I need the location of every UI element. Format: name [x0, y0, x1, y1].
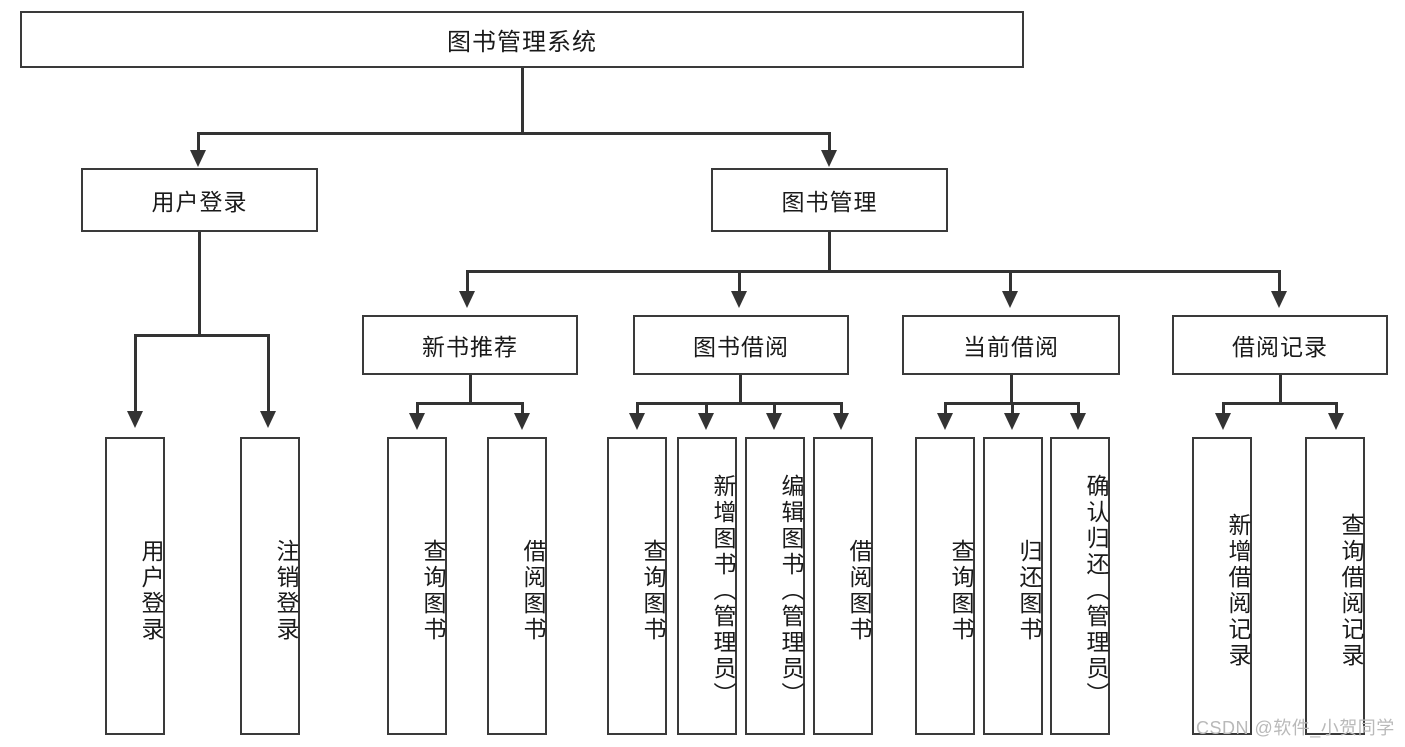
node-label: 当前借阅	[963, 334, 1059, 360]
node-leaf-query-book-current[interactable]: 查询图书	[915, 437, 975, 735]
connector-drop-leaf-confirm-return	[1077, 402, 1080, 416]
arrowhead-leaf-query-book-3	[937, 413, 953, 430]
connector-drop-leaf-logout-login	[267, 334, 270, 414]
node-book-management[interactable]: 图书管理	[711, 168, 948, 232]
arrowhead-leaf-edit-book	[766, 413, 782, 430]
node-new-book-recommend[interactable]: 新书推荐	[362, 315, 578, 375]
arrowhead-leaf-borrow-book-2	[833, 413, 849, 430]
connector-drop-user-login	[197, 132, 200, 153]
connector-book-borrow-leaf-bus	[636, 402, 843, 405]
connector-drop-new-book-recommend	[466, 270, 469, 294]
node-label: 归还图书	[1016, 539, 1042, 643]
node-label: 查询图书	[640, 539, 666, 643]
connector-drop-current-borrow	[1009, 270, 1012, 294]
connector-drop-leaf-add-book	[705, 402, 708, 416]
arrowhead-new-book-recommend	[459, 291, 475, 308]
connector-drop-leaf-query-record	[1335, 402, 1338, 416]
arrowhead-leaf-return-book	[1004, 413, 1020, 430]
node-leaf-return-book[interactable]: 归还图书	[983, 437, 1043, 735]
connector-current-borrow-leaf-bus	[944, 402, 1077, 405]
node-leaf-query-book-borrow[interactable]: 查询图书	[607, 437, 667, 735]
node-root-library-management-system[interactable]: 图书管理系统	[20, 11, 1024, 68]
node-label: 新书推荐	[422, 334, 518, 360]
arrowhead-book-management	[821, 150, 837, 167]
arrowhead-leaf-user-login	[127, 411, 143, 428]
connector-book-borrow-stem	[739, 375, 742, 404]
arrowhead-leaf-add-book	[698, 413, 714, 430]
connector-level2-bus	[197, 132, 831, 135]
connector-drop-leaf-query-book-2	[636, 402, 639, 416]
node-leaf-add-borrow-record[interactable]: 新增借阅记录	[1192, 437, 1252, 735]
node-leaf-user-login[interactable]: 用户登录	[105, 437, 165, 735]
node-borrow-record[interactable]: 借阅记录	[1172, 315, 1388, 375]
connector-root-stem	[521, 68, 524, 134]
arrowhead-leaf-query-book-1	[409, 413, 425, 430]
node-label: 图书管理系统	[447, 29, 597, 56]
connector-current-borrow-stem	[1010, 375, 1013, 404]
node-leaf-query-book-recommend[interactable]: 查询图书	[387, 437, 447, 735]
node-leaf-borrow-book-borrow[interactable]: 借阅图书	[813, 437, 873, 735]
arrowhead-leaf-query-book-2	[629, 413, 645, 430]
connector-drop-leaf-query-book-3	[944, 402, 947, 416]
connector-borrow-record-leaf-bus	[1222, 402, 1338, 405]
csdn-watermark: CSDN @软件_小贺同学	[1196, 718, 1395, 738]
node-label: 图书管理	[781, 189, 878, 215]
connector-drop-leaf-query-book-1	[416, 402, 419, 416]
node-label: 图书借阅	[693, 334, 789, 360]
connector-drop-leaf-add-record	[1222, 402, 1225, 416]
node-label: 确认归还（管理员）	[1083, 474, 1109, 708]
node-label: 查询借阅记录	[1338, 513, 1364, 669]
arrowhead-leaf-query-record	[1328, 413, 1344, 430]
arrowhead-leaf-confirm-return	[1070, 413, 1086, 430]
node-leaf-edit-book-admin[interactable]: 编辑图书（管理员）	[745, 437, 805, 735]
node-current-borrow[interactable]: 当前借阅	[902, 315, 1120, 375]
arrowhead-leaf-logout-login	[260, 411, 276, 428]
node-label: 新增借阅记录	[1225, 513, 1251, 669]
node-leaf-logout-login[interactable]: 注销登录	[240, 437, 300, 735]
node-label: 借阅图书	[520, 539, 546, 643]
connector-drop-leaf-borrow-book-1	[521, 402, 524, 416]
node-label: 查询图书	[948, 539, 974, 643]
connector-new-book-recommend-stem	[469, 375, 472, 404]
connector-user-login-stem	[198, 232, 201, 336]
node-book-borrow[interactable]: 图书借阅	[633, 315, 849, 375]
arrowhead-book-borrow	[731, 291, 747, 308]
connector-book-management-stem	[828, 232, 831, 272]
node-label: 用户登录	[138, 539, 164, 643]
connector-borrow-record-stem	[1279, 375, 1282, 404]
arrowhead-leaf-add-record	[1215, 413, 1231, 430]
node-label: 用户登录	[151, 189, 248, 215]
connector-level3-bus	[466, 270, 1281, 273]
node-leaf-add-book-admin[interactable]: 新增图书（管理员）	[677, 437, 737, 735]
connector-drop-book-borrow	[738, 270, 741, 294]
connector-drop-leaf-user-login	[134, 334, 137, 414]
arrowhead-current-borrow	[1002, 291, 1018, 308]
node-label: 借阅记录	[1232, 334, 1328, 360]
arrowhead-borrow-record	[1271, 291, 1287, 308]
node-label: 新增图书（管理员）	[710, 474, 736, 708]
connector-drop-borrow-record	[1278, 270, 1281, 294]
arrowhead-user-login	[190, 150, 206, 167]
node-label: 查询图书	[420, 539, 446, 643]
node-label: 借阅图书	[846, 539, 872, 643]
connector-drop-leaf-return-book	[1011, 402, 1014, 416]
arrowhead-leaf-borrow-book-1	[514, 413, 530, 430]
connector-new-book-recommend-leaf-bus	[416, 402, 524, 405]
connector-drop-leaf-borrow-book-2	[840, 402, 843, 416]
connector-drop-leaf-edit-book	[773, 402, 776, 416]
node-leaf-confirm-return-admin[interactable]: 确认归还（管理员）	[1050, 437, 1110, 735]
node-label: 注销登录	[273, 539, 299, 643]
node-leaf-query-borrow-record[interactable]: 查询借阅记录	[1305, 437, 1365, 735]
node-user-login[interactable]: 用户登录	[81, 168, 318, 232]
connector-drop-book-management	[828, 132, 831, 153]
node-leaf-borrow-book-recommend[interactable]: 借阅图书	[487, 437, 547, 735]
connector-user-login-leaf-bus	[134, 334, 270, 337]
node-label: 编辑图书（管理员）	[778, 474, 804, 708]
